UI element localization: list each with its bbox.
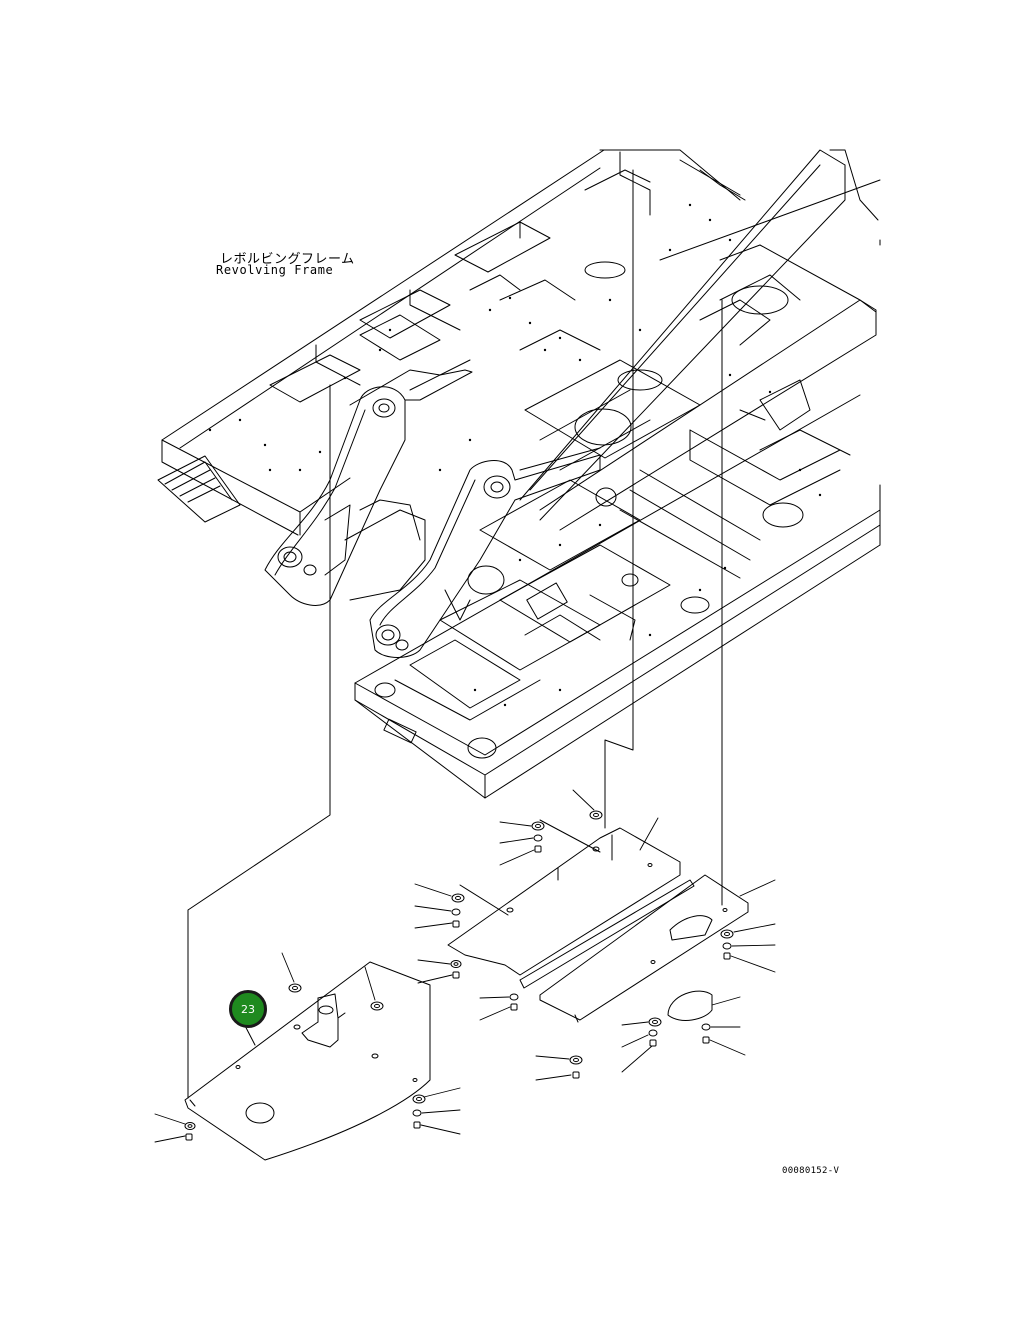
part-leader-lines (155, 790, 775, 1142)
fastener-hardware (185, 811, 733, 1140)
frame-label-english: Revolving Frame (216, 263, 334, 277)
part-callout-23[interactable]: 23 (229, 990, 267, 1028)
assembly-leader-lines (188, 170, 722, 1098)
drawing-code: 00080152-V (782, 1166, 840, 1176)
undercover-plate-middle (448, 820, 694, 988)
frame-label-japanese: レボルビングフレーム (220, 252, 355, 267)
undercover-plate-23 (185, 962, 430, 1160)
revolving-frame (158, 150, 880, 798)
undercover-plate-right (540, 875, 748, 1022)
callout-number: 23 (241, 1002, 255, 1016)
